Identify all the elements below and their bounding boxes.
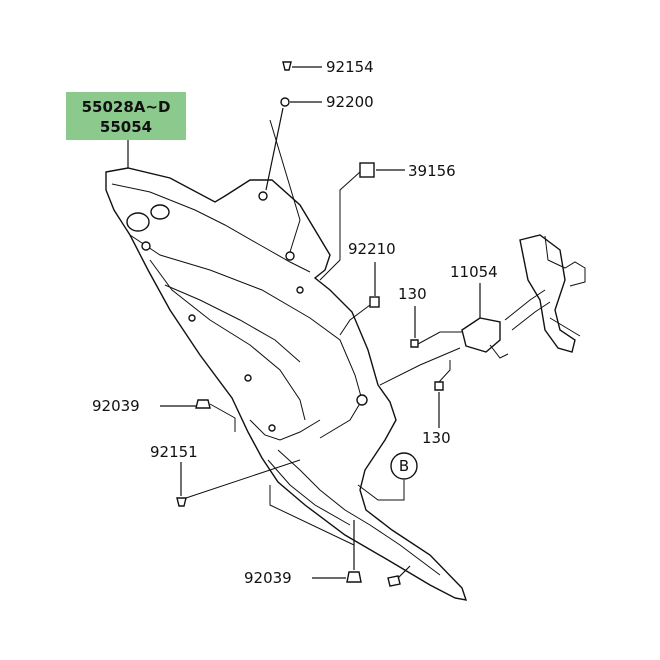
reference-b-label[interactable]: B	[399, 457, 409, 475]
assembly-line-top	[269, 119, 301, 253]
callout-92039-upper[interactable]: 92039	[92, 397, 140, 415]
screw-bottom-icon	[387, 575, 401, 587]
part-number-55054[interactable]: 55054	[100, 118, 152, 136]
grommet-92039-upper-icon	[195, 399, 211, 409]
panel-contour-1	[129, 234, 363, 439]
frame-detail-2	[549, 317, 581, 337]
frame-section	[519, 234, 576, 353]
reference-b-circle	[390, 452, 418, 480]
bracket-11054-icon	[461, 317, 501, 353]
leader-screw-bottom	[397, 565, 411, 579]
nut-92210-icon	[369, 296, 380, 308]
vent-hole-2	[150, 204, 170, 220]
assembly-line-92151	[185, 459, 301, 499]
mount-hole-1	[258, 191, 268, 201]
grommet-92039-lower-icon	[346, 571, 362, 583]
mount-hole-5	[356, 394, 368, 406]
panel-contour-6	[267, 459, 351, 526]
mount-hole-8	[268, 424, 276, 432]
callout-130-upper[interactable]: 130	[398, 285, 427, 303]
bracket-hook	[489, 344, 509, 359]
mount-hole-2	[285, 251, 295, 261]
leader-down-92200	[265, 107, 284, 191]
assembly-line-92039-upper	[209, 403, 236, 432]
assembly-line-frame	[379, 347, 461, 386]
assembly-line-92210	[339, 304, 371, 336]
mount-hole-4	[296, 286, 304, 294]
assembly-line-130-lower	[438, 360, 451, 383]
frame-tube-2	[511, 301, 551, 331]
callout-92200[interactable]: 92200	[326, 93, 374, 111]
assembly-line-130-upper	[417, 331, 465, 345]
clip-39156-icon	[359, 162, 375, 178]
mount-hole-6	[244, 374, 252, 382]
panel-contour-5	[277, 449, 441, 576]
callout-39156[interactable]: 39156	[408, 162, 456, 180]
panel-contour-7	[249, 419, 321, 441]
screw-92154-icon	[282, 61, 292, 71]
frame-tube-1	[504, 289, 546, 321]
callout-92151[interactable]: 92151	[150, 443, 198, 461]
screw-92151-icon	[176, 497, 187, 507]
callout-92039-lower[interactable]: 92039	[244, 569, 292, 587]
washer-92200-icon	[280, 97, 290, 107]
panel-contour-4	[111, 183, 311, 273]
side-cover-panel	[105, 167, 468, 601]
mount-hole-3	[141, 241, 151, 251]
assembly-line-39156	[319, 171, 361, 281]
highlight-box	[66, 92, 186, 140]
assembly-line-lower-left	[269, 485, 355, 546]
panel-contour-3	[164, 284, 301, 363]
callout-11054[interactable]: 11054	[450, 263, 498, 281]
reference-b-line	[357, 480, 405, 501]
bolt-130-upper-icon	[410, 339, 419, 348]
callout-130-lower[interactable]: 130	[422, 429, 451, 447]
mount-hole-7	[188, 314, 196, 322]
panel-contour-2	[149, 259, 306, 421]
part-number-55028[interactable]: 55028A~D	[82, 98, 171, 116]
frame-detail-1	[544, 235, 586, 287]
vent-hole-1	[126, 212, 150, 232]
bolt-130-lower-icon	[434, 381, 444, 391]
callout-92154[interactable]: 92154	[326, 58, 374, 76]
callout-92210[interactable]: 92210	[348, 240, 396, 258]
